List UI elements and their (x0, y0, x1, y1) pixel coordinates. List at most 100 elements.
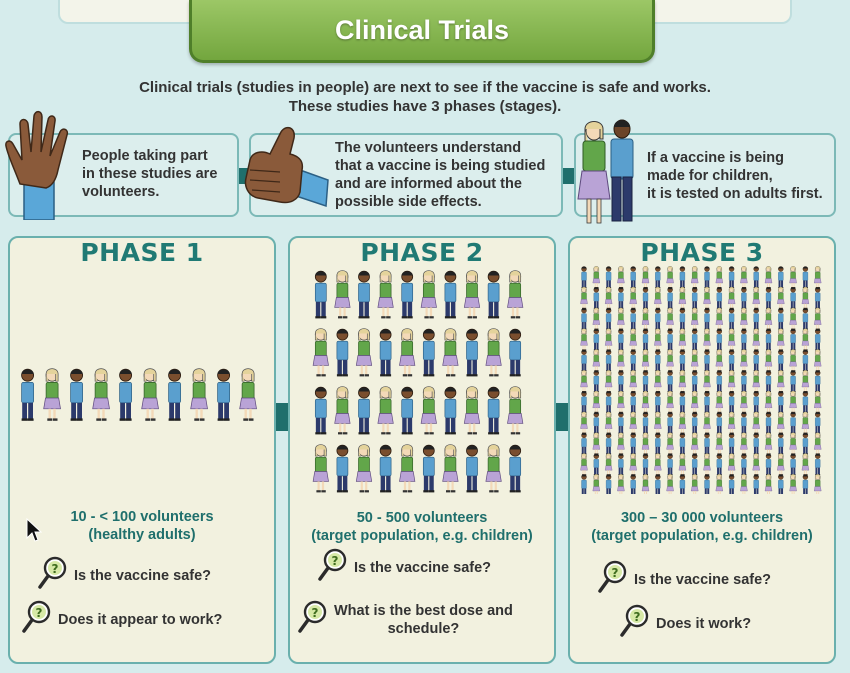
girl-figure (190, 368, 208, 421)
girl-figure (629, 411, 637, 434)
girl-figure (580, 286, 588, 309)
girl-figure (727, 370, 736, 392)
boy-figure (790, 370, 796, 392)
girl-figure (592, 349, 600, 372)
boy-figure (605, 432, 612, 455)
girl-figure (691, 349, 699, 372)
svg-text:?: ? (612, 566, 619, 580)
girl-figure (463, 270, 481, 319)
boy-figure (765, 411, 772, 434)
girl-figure (727, 286, 736, 309)
phase-2-volunteer-group (312, 270, 524, 493)
girl-figure (814, 432, 822, 455)
mouse-cursor-icon (26, 518, 42, 542)
boy-figure (119, 368, 133, 421)
intro-line-2: These studies have 3 phases (stages). (288, 98, 562, 115)
boy-figure (642, 411, 649, 434)
boy-figure (679, 307, 686, 330)
girl-figure (715, 266, 723, 288)
girl-figure (727, 411, 736, 434)
girl-figure (814, 390, 822, 413)
boy-figure (728, 307, 735, 330)
boy-figure (581, 349, 587, 372)
boy-figure (618, 411, 624, 434)
title-banner: Clinical Trials (189, 0, 655, 63)
boy-figure (667, 453, 673, 476)
phase-1-volunteer-group (21, 368, 257, 421)
adult-couple-icon (577, 119, 634, 224)
girl-figure (678, 286, 687, 309)
girl-figure (507, 270, 524, 319)
girl-figure (752, 286, 760, 309)
boy-figure (314, 270, 327, 319)
girl-figure (789, 266, 797, 288)
girl-figure (789, 307, 797, 330)
boy-figure (509, 444, 522, 493)
boy-figure (704, 391, 710, 413)
boy-figure (618, 287, 624, 309)
girl-figure (814, 474, 822, 494)
girl-figure (604, 370, 613, 392)
boy-figure (618, 370, 624, 392)
boy-figure (778, 266, 784, 288)
girl-figure (740, 474, 748, 494)
girl-figure (666, 474, 674, 494)
boy-figure (642, 370, 649, 392)
boy-figure (704, 266, 710, 288)
girl-figure (239, 368, 257, 421)
girl-figure (764, 266, 773, 288)
boy-figure (692, 287, 698, 309)
girl-figure (801, 328, 810, 351)
girl-figure (789, 390, 797, 413)
girl-figure (420, 270, 437, 319)
boy-figure (679, 432, 686, 455)
boy-figure (630, 474, 636, 494)
boy-figure (655, 349, 661, 372)
girl-figure (777, 453, 785, 476)
boy-figure (581, 432, 587, 455)
girl-figure (463, 386, 481, 435)
girl-figure (801, 453, 810, 476)
girl-figure (592, 432, 600, 455)
thumbs-up-icon (244, 126, 329, 208)
boy-figure (593, 287, 599, 309)
boy-figure (593, 411, 599, 434)
girl-figure (604, 453, 613, 476)
boy-figure (605, 349, 612, 372)
phase-3-volunteer-group (580, 266, 822, 494)
phase-2-question-safe: ? Is the vaccine safe? (318, 548, 491, 587)
boy-figure (728, 474, 735, 494)
boy-figure (815, 453, 821, 476)
boy-figure (605, 307, 612, 330)
boy-figure (630, 349, 636, 372)
girl-figure (666, 349, 674, 372)
svg-text:?: ? (332, 554, 339, 568)
raised-hand-icon (5, 110, 69, 220)
magnifier-question-icon: ? (38, 556, 68, 595)
svg-text:?: ? (312, 606, 319, 620)
boy-figure (667, 287, 673, 309)
girl-figure (507, 386, 524, 435)
boy-figure (753, 266, 759, 288)
boy-figure (642, 287, 649, 309)
girl-figure (312, 444, 329, 493)
girl-figure (629, 328, 637, 351)
boy-figure (667, 328, 673, 351)
boy-figure (728, 349, 735, 372)
girl-figure (654, 411, 662, 434)
girl-figure (715, 432, 723, 455)
boy-figure (753, 391, 759, 413)
girl-figure (580, 370, 588, 392)
boy-figure (753, 349, 759, 372)
magnifier-question-icon: ? (318, 548, 348, 587)
boy-figure (444, 270, 457, 319)
phase-3-question-safe: ? Is the vaccine safe? (598, 560, 771, 599)
boy-figure (466, 444, 478, 493)
boy-figure (168, 368, 182, 421)
boy-figure (704, 432, 710, 455)
boy-figure (716, 370, 722, 392)
boy-figure (802, 349, 809, 372)
girl-figure (654, 453, 662, 476)
boy-figure (716, 328, 722, 351)
boy-figure (618, 453, 624, 476)
